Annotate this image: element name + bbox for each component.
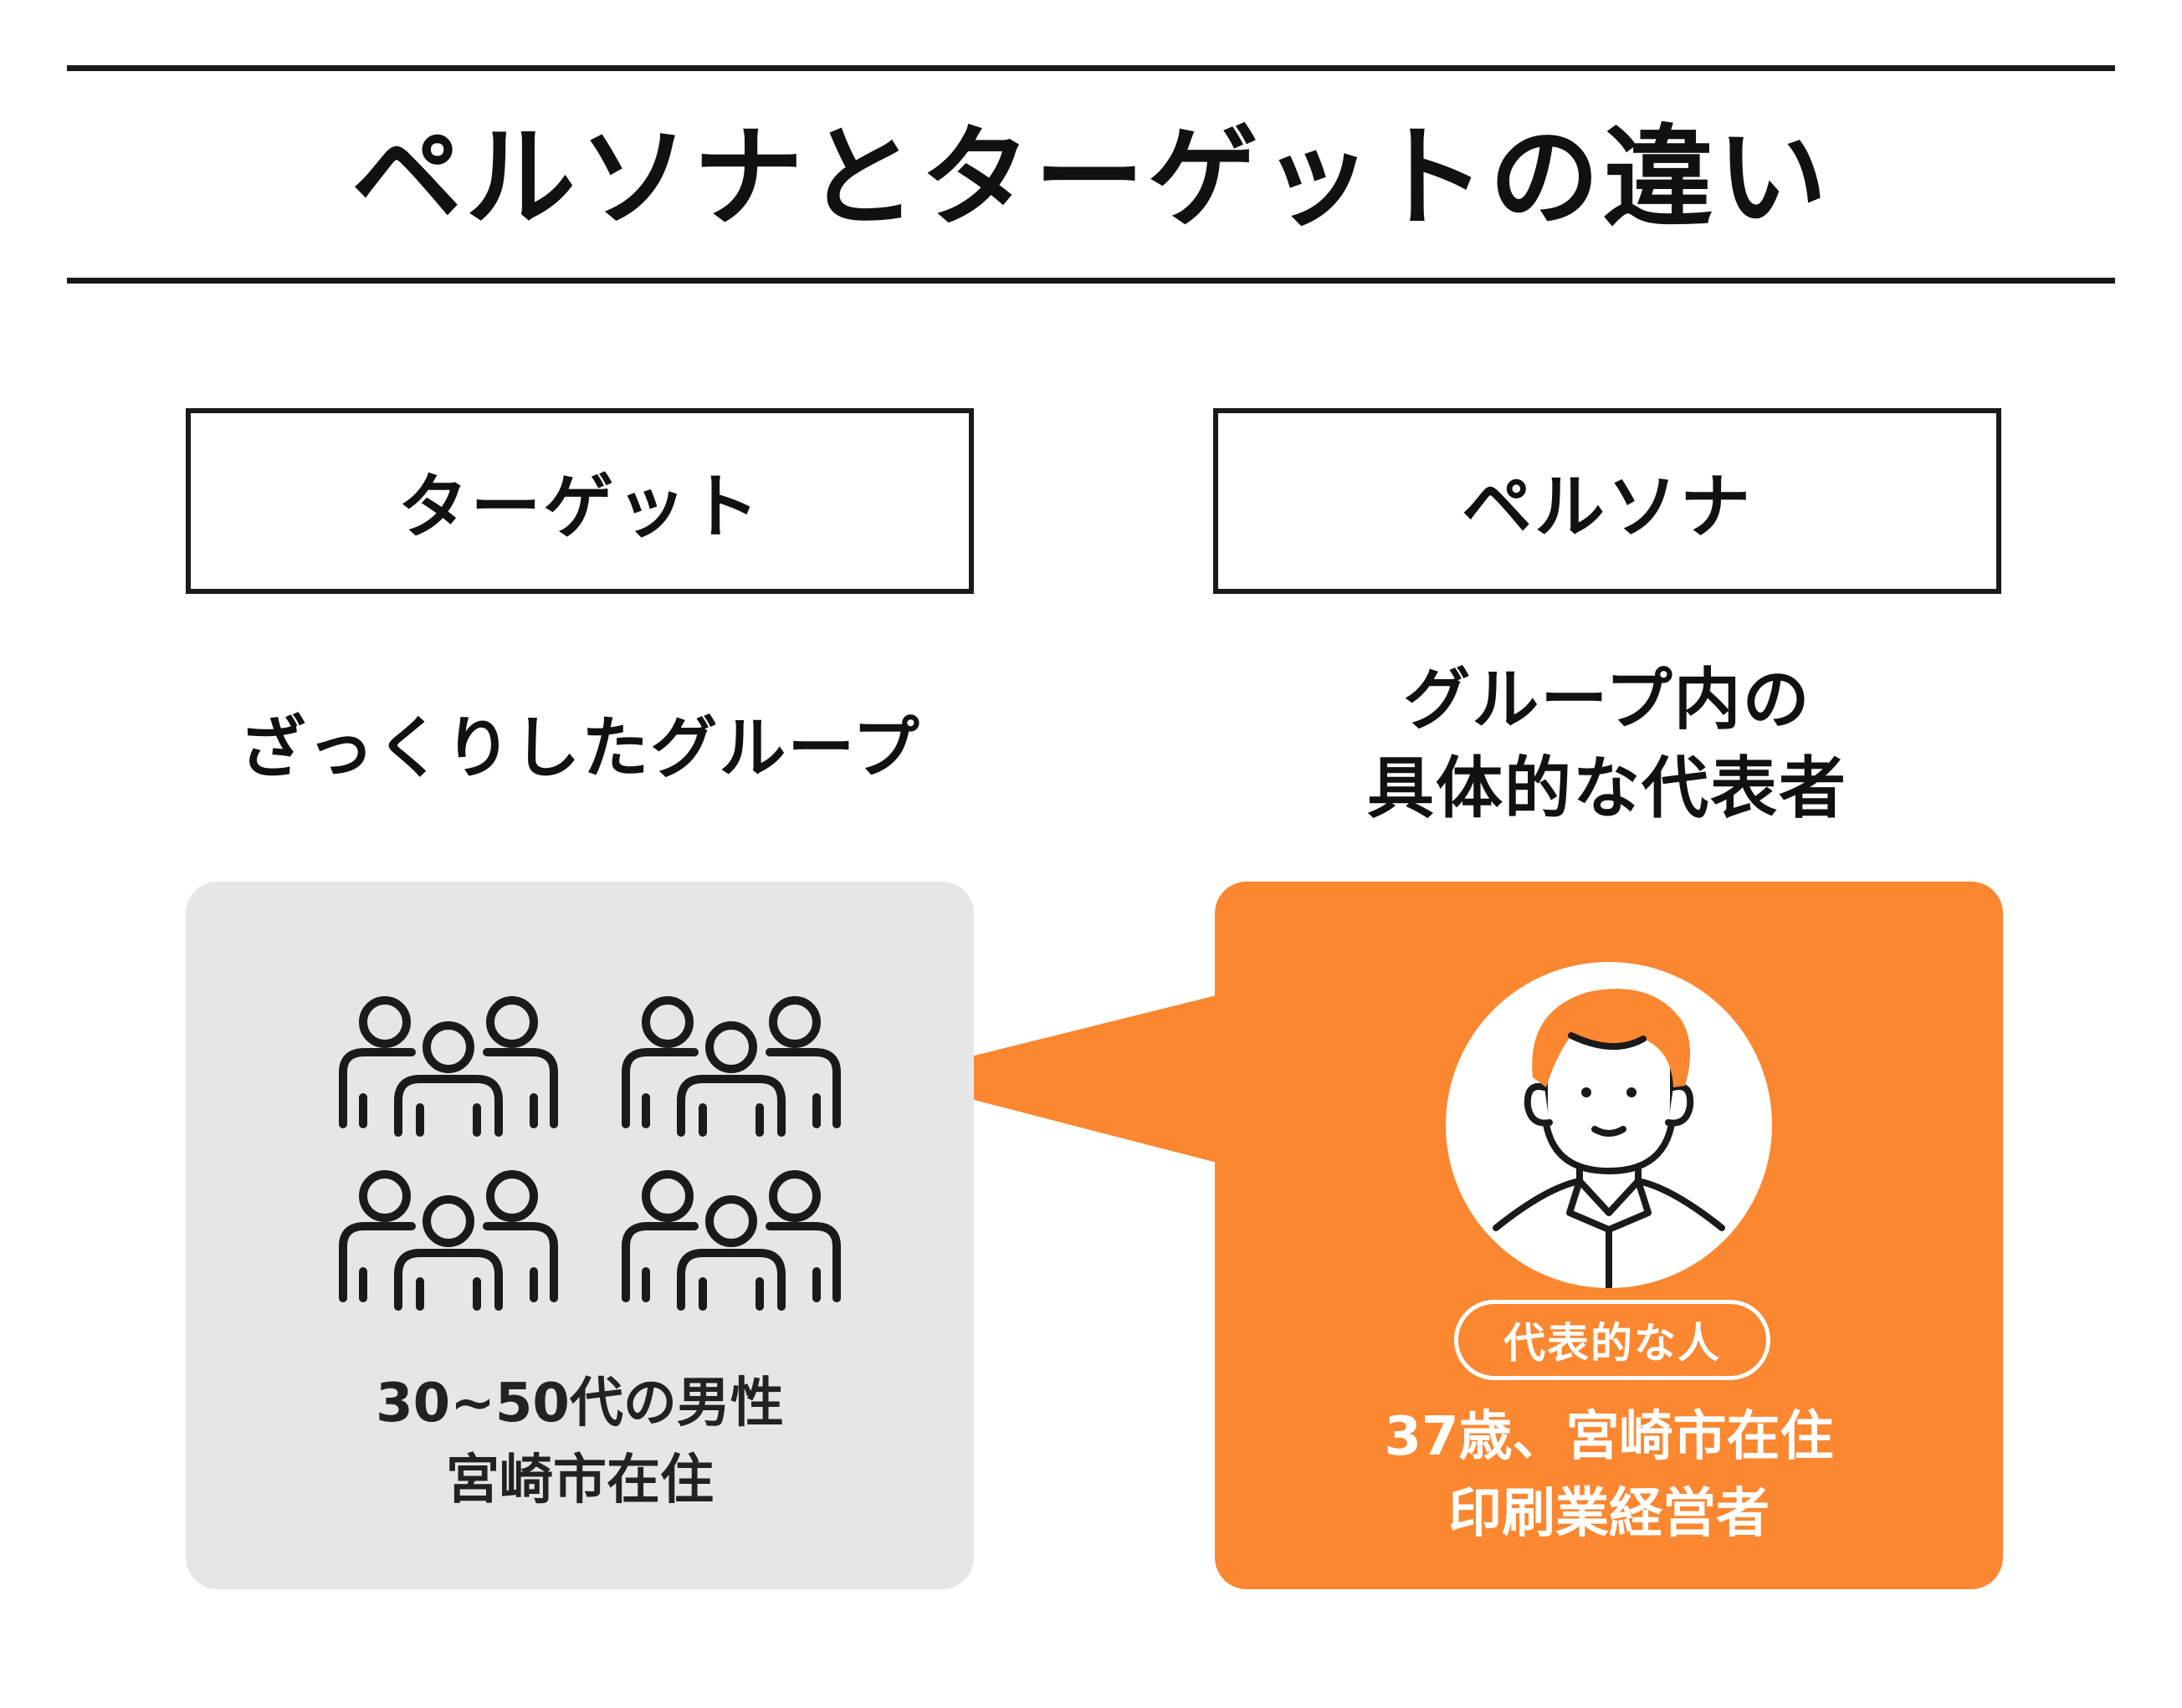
persona-label: ペルソナ <box>1461 465 1753 548</box>
page-title: ペルソナとターゲットの違い <box>351 114 1831 243</box>
persona-description-line1: グループ内の <box>1403 661 1811 739</box>
bottom-rule <box>67 278 2115 284</box>
target-description: ざっくりしたグループ <box>238 709 921 787</box>
man-avatar-icon <box>1446 962 1772 1288</box>
persona-description-line2: 具体的な代表者 <box>1367 749 1847 827</box>
representative-badge: 代表的な人 <box>1454 1300 1770 1380</box>
persona-description: グループ内の 具体的な代表者 <box>1213 656 2001 833</box>
persona-panel: 代表的な人 37歳、宮崎市在住 印刷業経営者 <box>1215 882 2003 1589</box>
target-label-box: ターゲット <box>186 408 974 594</box>
target-label: ターゲット <box>397 465 762 548</box>
target-detail: 30~50代の男性 宮崎市在住 <box>186 1365 974 1519</box>
people-group-icon <box>318 982 853 1375</box>
target-detail-line1: 30~50代の男性 <box>376 1373 784 1434</box>
persona-label-box: ペルソナ <box>1213 408 2001 594</box>
top-rule <box>67 65 2115 71</box>
persona-detail-line2: 印刷業経営者 <box>1448 1483 1770 1545</box>
target-panel: 30~50代の男性 宮崎市在住 <box>186 882 974 1589</box>
persona-detail-line1: 37歳、宮崎市在住 <box>1384 1406 1834 1468</box>
target-detail-line2: 宮崎市在住 <box>446 1450 714 1511</box>
persona-detail: 37歳、宮崎市在住 印刷業経営者 <box>1215 1399 2003 1552</box>
